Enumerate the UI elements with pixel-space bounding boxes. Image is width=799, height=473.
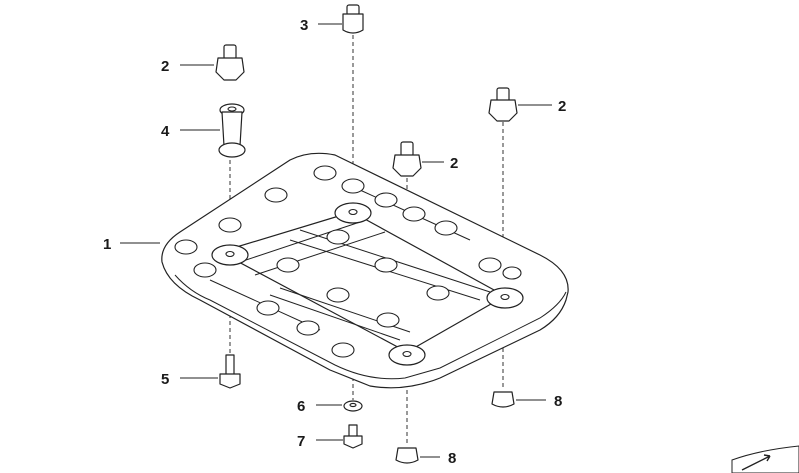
leader-lines: [120, 23, 552, 458]
callout-2-c: 2: [558, 98, 566, 115]
washer-6: [343, 400, 363, 412]
stud-mount-2b: [392, 141, 422, 177]
nut-8b: [395, 447, 419, 464]
page-corner-icon: [731, 445, 799, 473]
stud-mount-2c: [488, 87, 518, 122]
callout-7: 7: [297, 433, 305, 450]
spacer-sleeve: [218, 103, 246, 158]
nut-8a: [491, 391, 515, 408]
callout-1: 1: [103, 236, 111, 253]
bolt-7: [343, 424, 363, 449]
bolt-5: [219, 354, 241, 389]
callout-6: 6: [297, 398, 305, 415]
callout-8-a: 8: [554, 393, 562, 410]
callout-2-a: 2: [161, 58, 169, 75]
callout-8-b: 8: [448, 450, 456, 467]
callout-4: 4: [161, 123, 170, 140]
callout-3: 3: [300, 17, 308, 34]
rubber-mount-top: [342, 4, 364, 34]
callout-5: 5: [161, 371, 169, 388]
callout-2-b: 2: [450, 155, 458, 172]
carrier-plate: [161, 152, 569, 389]
stud-mount-2a: [215, 44, 245, 81]
